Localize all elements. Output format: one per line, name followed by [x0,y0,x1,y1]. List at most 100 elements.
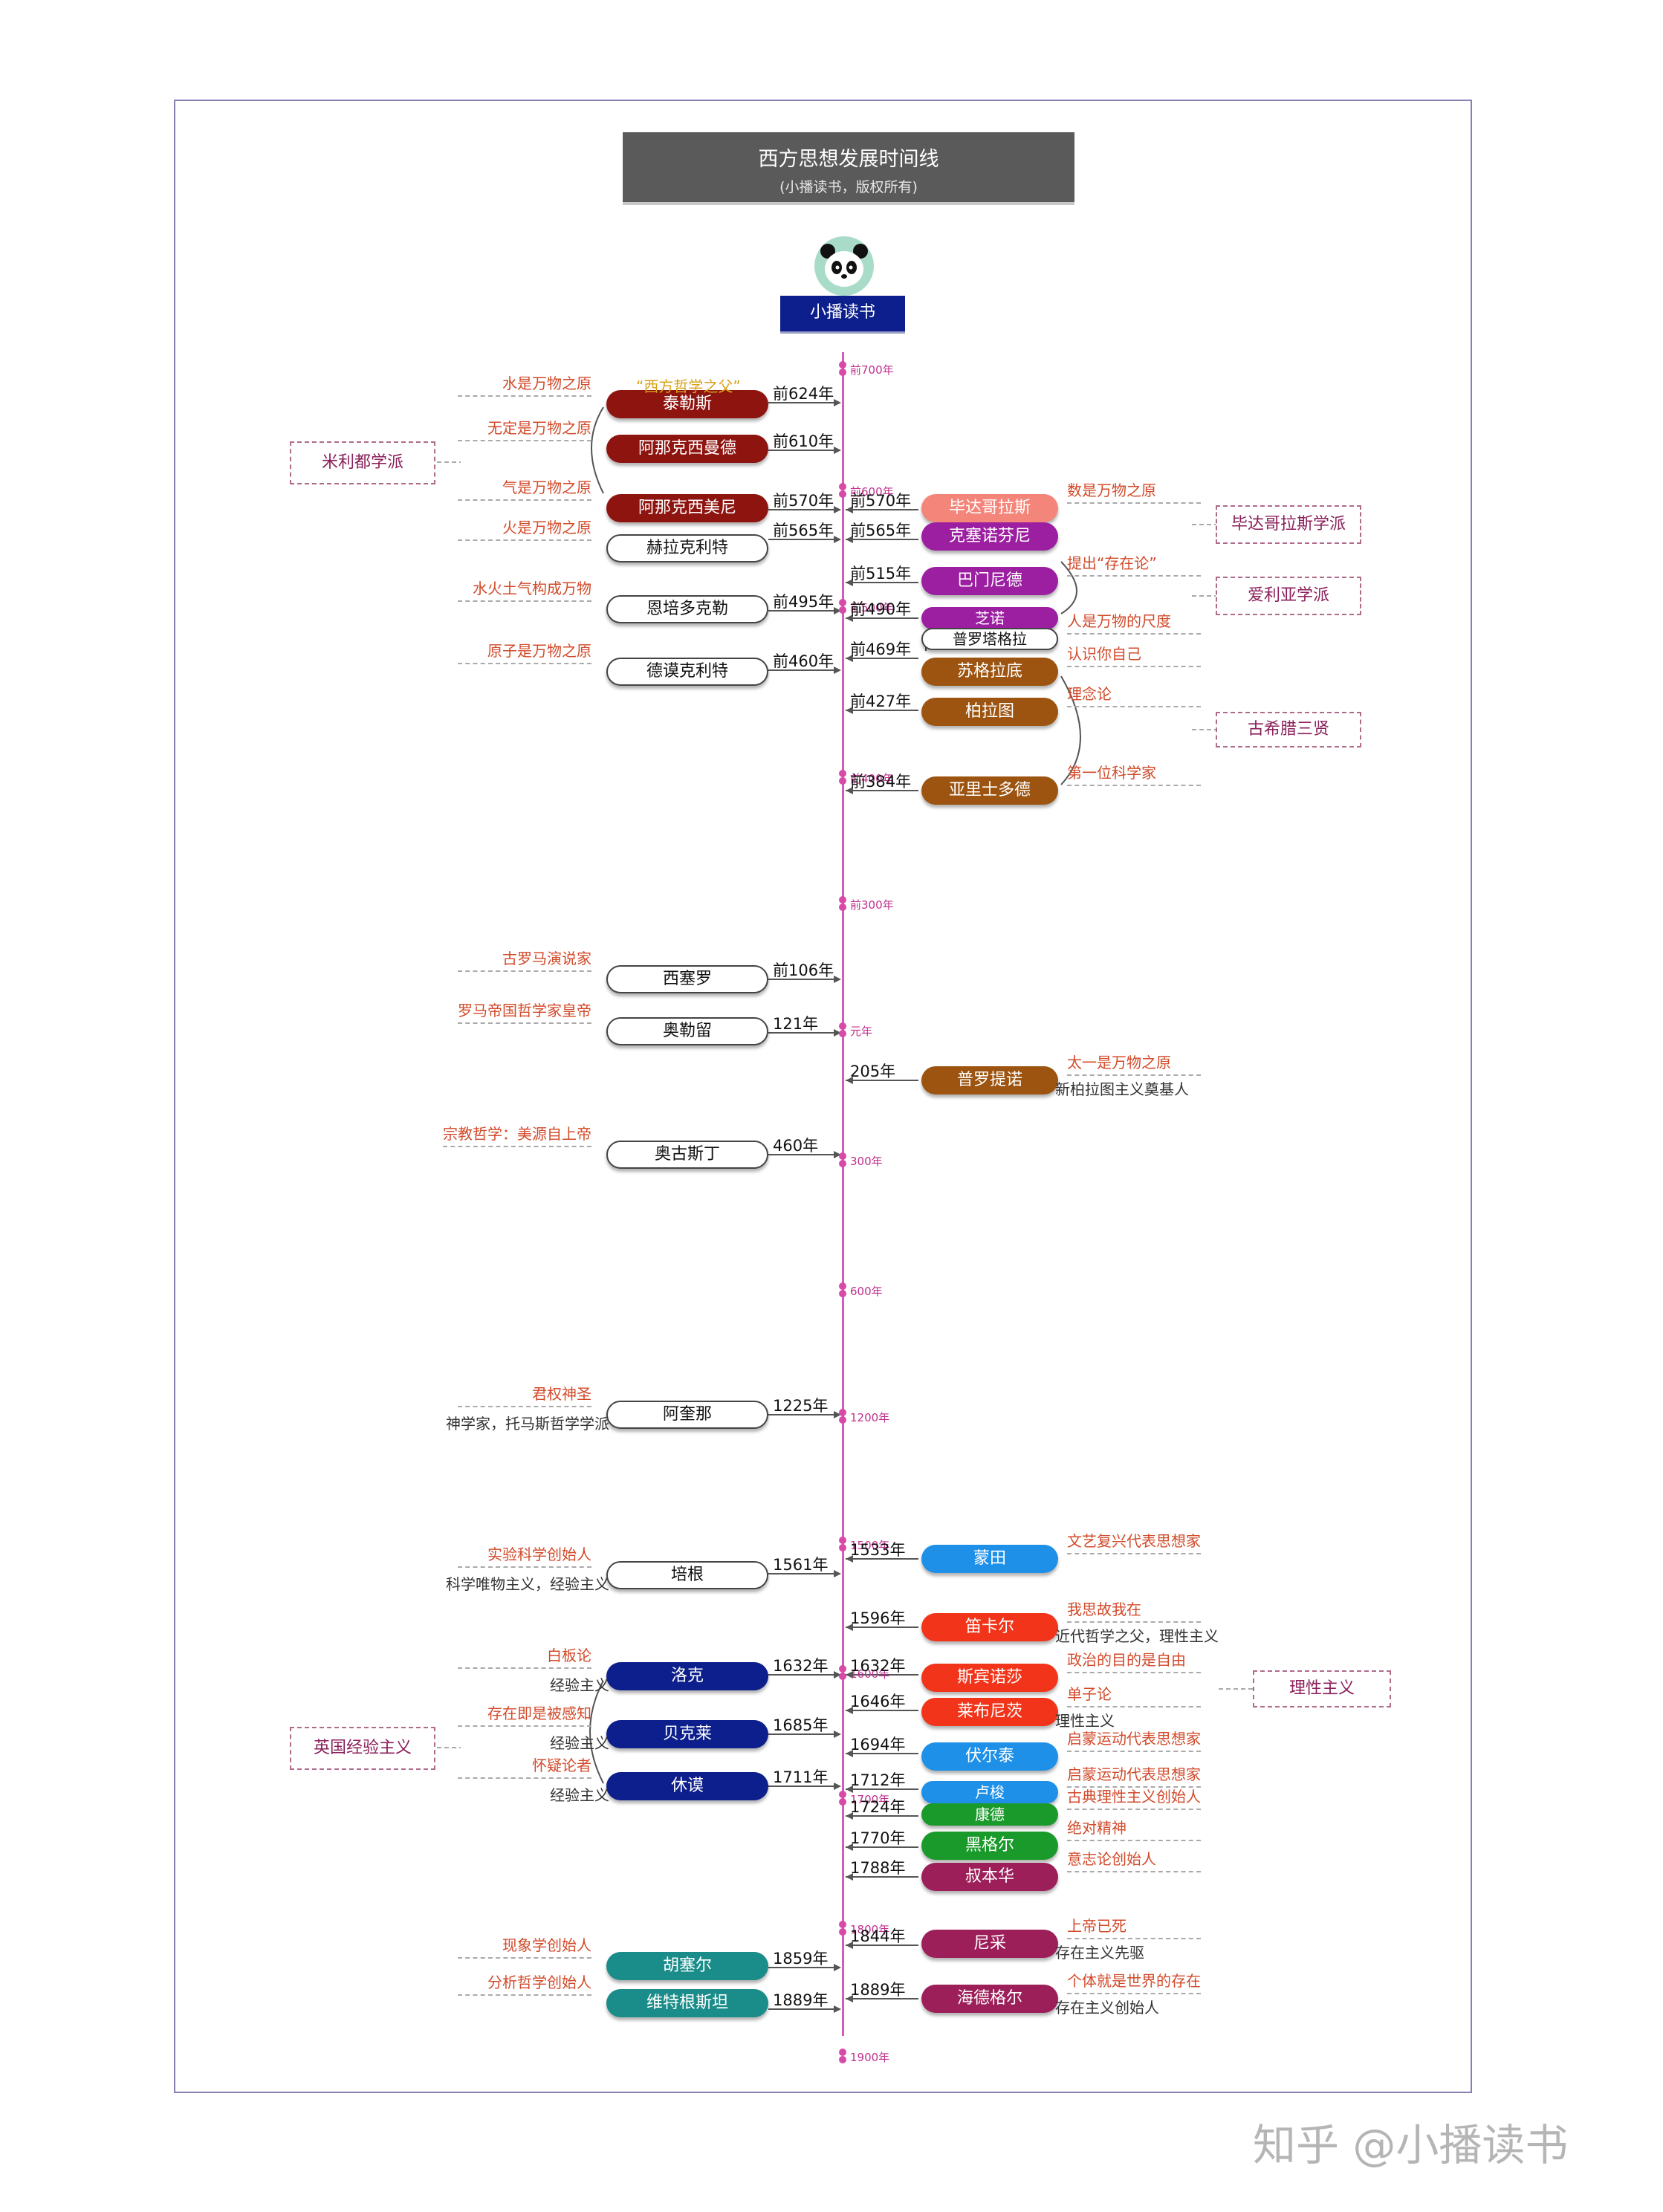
year-label: 前106年 [773,961,834,979]
philosopher-pill: 笛卡尔 [921,1613,1058,1641]
tick-marker-icon [838,361,847,376]
philosopher-pill: 奥勒留 [606,1017,768,1045]
year-arrow-icon [846,506,853,513]
school-box: 古希腊三贤 [1216,712,1361,747]
timeline-axis [842,352,844,2036]
year-label: 1889年 [773,1991,829,2009]
idea-note: 实验科学创始人 [458,1543,591,1568]
year-arrow-icon [846,1812,853,1820]
panda-logo-icon [814,236,874,296]
year-label: 1844年 [850,1927,906,1945]
year-arrow-icon [846,579,853,586]
philosopher-pill: 胡塞尔 [606,1952,768,1980]
tick-marker-icon [838,599,847,614]
idea-note: 太一是万物之原 [1067,1051,1201,1076]
idea-note: 第一位科学家 [1067,761,1201,786]
philosopher-pill: 克塞诺芬尼 [921,522,1058,551]
idea-note: 提出“存在论” [1067,551,1201,577]
idea-subnote: 理性主义 [1055,1712,1115,1730]
philosopher-pill: 泰勒斯 [606,390,768,418]
year-label: 121年 [773,1015,819,1033]
philosopher-pill: 康德 [921,1803,1058,1826]
philosopher-pill: 洛克 [606,1662,768,1690]
philosopher-pill: 阿那克西美尼 [606,494,768,522]
philosopher-pill: 休谟 [606,1772,768,1800]
tick-label: 1200年 [850,1411,890,1424]
idea-note: 单子论 [1067,1682,1201,1707]
year-label: 前565年 [773,522,834,539]
year-label: 前495年 [773,593,834,611]
philosopher-pill: 普罗提诺 [921,1066,1058,1094]
philosopher-pill: 阿那克西曼德 [606,435,768,463]
idea-note: 无定是万物之原 [458,416,591,441]
idea-subnote: 经验主义 [550,1676,609,1694]
year-arrow-icon [834,506,841,513]
tick-label: 600年 [850,1285,883,1298]
philosopher-pill: 阿奎那 [606,1401,768,1429]
year-arrow-icon [846,655,853,662]
philosopher-pill: 赫拉克利特 [606,534,768,562]
year-label: 1788年 [850,1859,906,1877]
year-arrow-icon [834,1964,841,1971]
year-arrow-icon [846,1555,853,1563]
philosopher-pill: 普罗塔格拉 [921,628,1058,650]
year-label: 前610年 [773,432,834,450]
year-label: 前490年 [850,600,912,618]
school-box: 毕达哥拉斯学派 [1216,505,1361,544]
year-arrow-icon [846,1786,853,1793]
tick-label: 1700年 [850,1793,890,1806]
tick-label: 前700年 [850,363,894,377]
year-label: 1694年 [850,1736,906,1754]
philosopher-pill: 芝诺 [921,607,1058,629]
milesian-bracket [591,406,604,494]
year-arrow-icon [834,1411,841,1418]
tick-marker-icon [838,1152,847,1167]
year-arrow-icon [846,1942,853,1949]
idea-subnote: 存在主义先驱 [1055,1944,1144,1962]
year-label: 前624年 [773,385,834,403]
tick-label: 前600年 [850,485,894,499]
tick-marker-icon [838,2049,847,2063]
philosopher-pill: 亚里士多德 [921,776,1058,805]
philosopher-pill: 莱布尼茨 [921,1698,1058,1726]
idea-subnote: 经验主义 [550,1734,609,1752]
year-arrow-icon [846,1624,853,1631]
year-label: 前460年 [773,652,834,670]
year-label: 前570年 [850,492,912,510]
tick-label: 前500年 [850,601,894,614]
year-label: 1561年 [773,1556,829,1574]
idea-note: 意志论创始人 [1067,1847,1201,1872]
year-arrow-icon [846,1077,853,1084]
year-label: 前565年 [850,522,912,539]
idea-note: 启蒙运动代表思想家 [1067,1762,1201,1788]
idea-note: 启蒙运动代表思想家 [1067,1727,1201,1752]
idea-note: 绝对精神 [1067,1816,1201,1841]
year-arrow-icon [834,1671,841,1679]
year-arrow-icon [834,1029,841,1037]
year-arrow-icon [834,976,841,983]
idea-note: 宗教哲学：美源自上帝 [443,1122,591,1147]
empiricism-bracket [589,1680,604,1784]
idea-note: 认识你自己 [1067,642,1201,667]
year-arrow-icon [846,1843,853,1851]
tick-label: 前400年 [850,772,894,785]
idea-subnote: 科学唯物主义，经验主义 [446,1575,609,1593]
idea-note: 古罗马演说家 [458,947,591,972]
greek-sages-bracket [1060,675,1081,785]
year-label: 1685年 [773,1716,829,1734]
page-frame [174,100,1472,2093]
idea-note: 白板论 [458,1644,591,1669]
year-label: 前469年 [850,640,912,658]
year-label: 前515年 [850,565,912,583]
tick-marker-icon [838,1791,847,1806]
school-box: 米利都学派 [290,441,435,484]
page-title: 西方思想发展时间线 [758,148,939,171]
idea-note: 我思故我在 [1067,1598,1201,1623]
idea-note: 气是万物之原 [458,476,591,501]
year-arrow-icon [834,2005,841,2013]
idea-subnote: 经验主义 [550,1786,609,1804]
year-label: 205年 [850,1063,896,1080]
tick-marker-icon [838,896,847,911]
idea-note: 理念论 [1067,682,1201,707]
philosopher-pill: 贝克莱 [606,1720,768,1748]
